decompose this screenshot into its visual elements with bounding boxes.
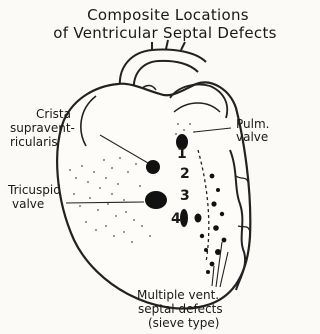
- label-tricuspid-line-2: valve: [12, 198, 44, 211]
- defect-2: [146, 160, 160, 174]
- label-crista-line-3: ricularis: [10, 136, 58, 149]
- defect-number-1: 1: [177, 147, 187, 161]
- defect-number-4: 4: [171, 212, 181, 226]
- defect-number-3: 3: [180, 189, 190, 203]
- defect-4: [180, 209, 188, 227]
- label-tricuspid-line-1: Tricuspid: [8, 184, 61, 197]
- defect-small: [195, 214, 202, 223]
- label-multiple-line-3: (sieve type): [148, 317, 219, 330]
- defect-number-2: 2: [180, 167, 190, 181]
- label-multiple-line-2: septal defects: [138, 303, 223, 316]
- label-crista-line-1: Crista: [36, 108, 71, 121]
- defect-3: [145, 191, 167, 209]
- label-crista-line-2: supravent-: [10, 122, 75, 135]
- label-multiple-line-1: Multiple vent.: [137, 289, 219, 302]
- label-pulm-line-2: valve: [236, 131, 268, 144]
